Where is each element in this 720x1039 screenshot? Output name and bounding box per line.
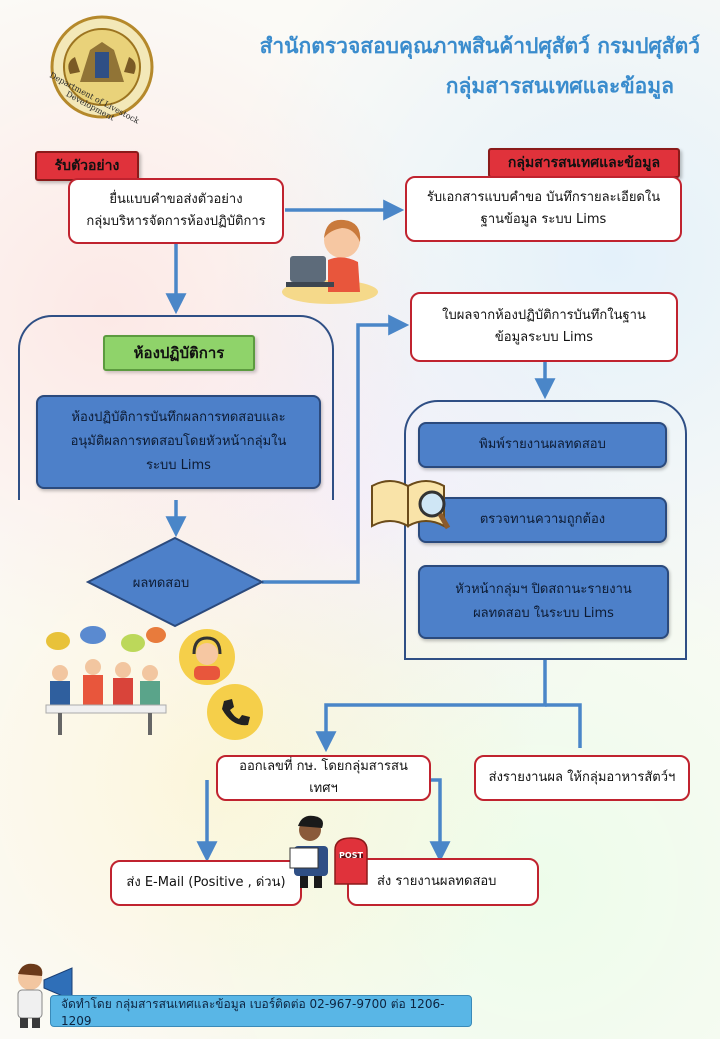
tag-receive-sample: รับตัวอย่าง	[35, 151, 139, 181]
book-magnifier-icon	[368, 470, 452, 540]
post-box-illustration	[333, 836, 369, 888]
page-subtitle: กลุ่มสารสนเทศและข้อมูล	[445, 74, 674, 98]
box-check-accuracy: ตรวจทานความถูกต้อง	[418, 497, 667, 543]
mailman-illustration	[286, 814, 336, 889]
meeting-illustration	[38, 625, 173, 740]
box-send-report: ส่ง รายงานผลทดสอบ	[347, 858, 539, 906]
box-lab-result: ใบผลจากห้องปฏิบัติการบันทึกในฐาน ข้อมูลร…	[410, 292, 678, 362]
department-logo	[40, 12, 165, 127]
person-laptop-illustration	[280, 210, 380, 305]
box-close-status: หัวหน้ากลุ่มฯ ปิดสถานะรายงาน ผลทดสอบ ในร…	[418, 565, 669, 639]
headset-icon	[178, 628, 236, 686]
lab-container	[18, 315, 334, 500]
box-send-food-group: ส่งรายงานผล ให้กลุ่มอาหารสัตว์ฯ	[474, 755, 690, 801]
footer-contact: จัดทำโดย กลุ่มสารสนเทศและข้อมูล เบอร์ติด…	[50, 995, 472, 1028]
page-title: สำนักตรวจสอบคุณภาพสินค้าปศุสัตว์ กรมปศุส…	[259, 34, 700, 58]
megaphone-mascot	[8, 960, 88, 1030]
box-lab-record: ห้องปฏิบัติการบันทึกผลการทดสอบและ อนุมัต…	[36, 395, 321, 489]
box-send-email: ส่ง E-Mail (Positive , ด่วน)	[110, 860, 302, 906]
post-box-label: POST	[339, 851, 363, 860]
box-receive-documents: รับเอกสารแบบคำขอ บันทึกรายละเอียดใน ฐานข…	[405, 176, 682, 242]
box-print-report: พิมพ์รายงานผลทดสอบ	[418, 422, 667, 468]
tag-laboratory: ห้องปฏิบัติการ	[103, 335, 255, 371]
decision-diamond	[85, 536, 265, 628]
report-container	[404, 400, 687, 660]
box-issue-number: ออกเลขที่ กษ. โดยกลุ่มสารสนเทศฯ	[216, 755, 431, 801]
diamond-label: ผลทดสอบ	[132, 576, 190, 591]
phone-icon	[206, 683, 264, 741]
tag-info-group: กลุ่มสารสนเทศและข้อมูล	[488, 148, 680, 178]
box-submit-request: ยื่นแบบคำขอส่งตัวอย่าง กลุ่มบริหารจัดการ…	[68, 178, 284, 244]
